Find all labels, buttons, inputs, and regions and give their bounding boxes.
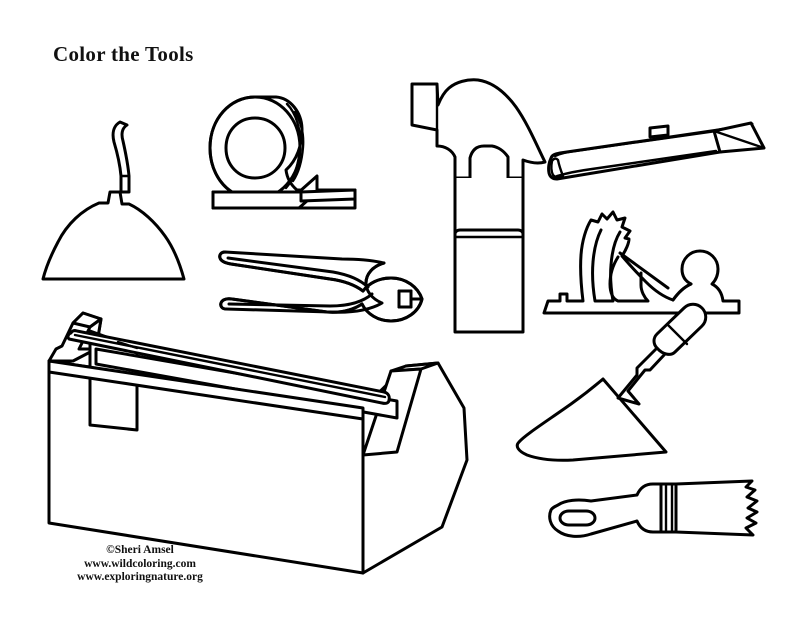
- credit-block: ©Sheri Amsel www.wildcoloring.com www.ex…: [35, 544, 245, 585]
- toolbox-divider-slope: [116, 340, 139, 350]
- pliers-upper-handle-line: [218, 250, 365, 293]
- illustration-trowel: [515, 302, 708, 462]
- paint-brush-ferrule: [659, 482, 678, 534]
- hand-plane-knob: [671, 282, 693, 302]
- trowel-shank: [616, 345, 667, 406]
- pliers-handle-inner-upper: [226, 256, 370, 289]
- illustration-oil-can: [41, 120, 186, 281]
- illustration-hammer: [410, 78, 547, 334]
- utility-knife-lower-seam: [555, 149, 718, 178]
- utility-knife-blade: [712, 121, 766, 154]
- credit-site-exploringnature: www.exploringnature.org: [77, 571, 203, 583]
- pliers-lower-handle-line: [219, 297, 364, 314]
- pliers-handle-inner-lower: [227, 292, 374, 308]
- hand-plane-blade-line: [618, 251, 670, 290]
- credit-site-wildcoloring: www.wildcoloring.com: [84, 557, 196, 570]
- pliers-cross-joint: [364, 261, 386, 285]
- trowel-handle: [652, 302, 708, 356]
- hammer-head-and-claw: [410, 78, 547, 180]
- tape-measure-blade: [299, 188, 357, 203]
- tape-measure-case-side-edge: [284, 102, 302, 190]
- tape-measure-case-side-edge-2: [291, 110, 305, 183]
- hand-plane-tote-inner: [591, 228, 622, 303]
- hand-plane-frog-blade: [608, 255, 650, 303]
- tape-measure-reel-inner: [224, 116, 287, 180]
- utility-knife-top-seam: [553, 129, 718, 158]
- illustration-pliers: [218, 250, 424, 323]
- tape-measure-base-edge: [297, 174, 319, 194]
- utility-knife-blade-edge: [712, 129, 766, 150]
- illustration-toolbox: [47, 311, 469, 575]
- credit-copyright: ©Sheri Amsel: [106, 544, 174, 556]
- toolbox-tray-inner-bottom: [47, 359, 365, 421]
- page-title: Color the Tools: [53, 42, 194, 66]
- illustration-utility-knife: [547, 121, 766, 181]
- illustration-paint-brush: [548, 479, 759, 538]
- utility-knife-slider-button: [648, 124, 670, 139]
- hammer-grip: [453, 228, 525, 334]
- paint-brush-bristles: [674, 479, 759, 537]
- trowel-handle-ferrule-line: [666, 323, 689, 346]
- pliers-jaw-notch: [397, 289, 424, 309]
- utility-knife-grip-notch: [550, 157, 565, 179]
- oil-can-body-and-spout: [41, 120, 186, 281]
- hand-plane-body: [542, 210, 741, 315]
- hammer-shaft: [453, 176, 525, 236]
- illustration-tape-measure: [208, 95, 357, 210]
- illustration-hand-plane: [542, 210, 741, 315]
- trowel-blade: [515, 377, 668, 462]
- paint-brush-hang-hole: [558, 509, 597, 527]
